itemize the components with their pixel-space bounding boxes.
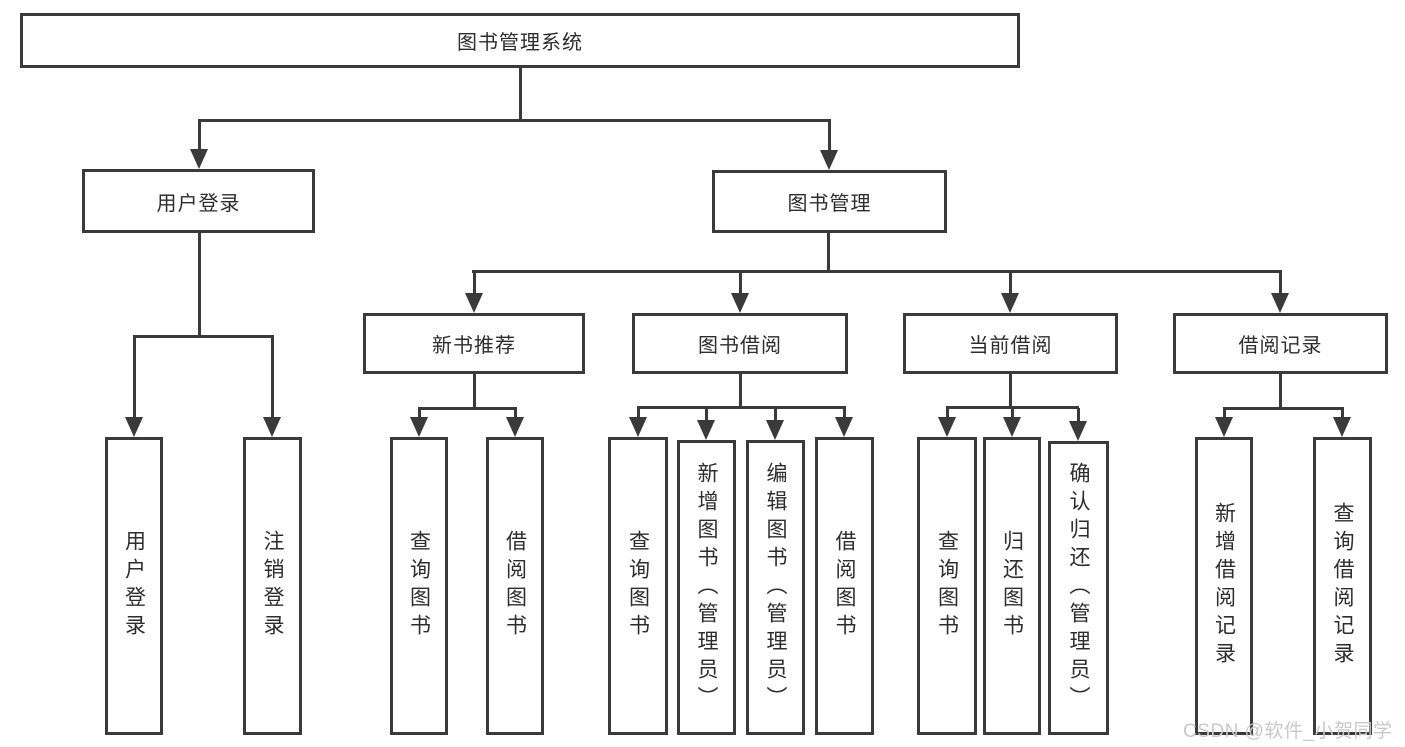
leaf-newbook-borrow-label: 借阅图书 (503, 530, 527, 642)
leaf-current-query: 查询图书 (917, 437, 977, 735)
arrowhead-to-bquery (629, 417, 647, 437)
arrowhead-to-bborrow (835, 417, 853, 437)
connector-bborrow-drop (843, 408, 846, 420)
arrowhead-to-logout (263, 417, 281, 437)
leaf-borrow-edit: 编辑图书（管理员） (746, 440, 805, 735)
arrowhead-to-nbquery (410, 417, 428, 437)
node-book-borrow-label: 图书借阅 (698, 335, 782, 357)
node-user-login: 用户登录 (82, 169, 315, 233)
arrowhead-to-newbook (465, 293, 483, 313)
leaf-newbook-query: 查询图书 (390, 437, 448, 735)
leaf-records-add: 新增借阅记录 (1195, 437, 1253, 735)
connector-recordscat-stem (1279, 374, 1282, 410)
connector-newbook-bar (418, 407, 517, 410)
connector-level2-bar (198, 119, 831, 122)
node-current-borrow: 当前借阅 (903, 313, 1118, 374)
connector-cconfirm-drop (1077, 408, 1080, 424)
arrowhead-to-login (190, 149, 208, 169)
node-current-borrow-label: 当前借阅 (968, 335, 1053, 357)
connector-badd-drop (705, 408, 708, 423)
arrowhead-to-borrowcat (731, 293, 749, 313)
leaf-records-query-label: 查询借阅记录 (1331, 502, 1354, 670)
connector-mgmt-stem (827, 233, 830, 273)
arrowhead-to-creturn (1003, 417, 1021, 437)
leaf-borrow-edit-label: 编辑图书（管理员） (764, 461, 787, 714)
connector-currentcat-stem (1009, 374, 1012, 408)
leaf-borrow-query: 查询图书 (608, 437, 668, 735)
node-new-book-recommend-label: 新书推荐 (432, 335, 516, 357)
connector-borrowcat-drop (739, 272, 742, 298)
connector-borrowcat-stem (739, 374, 742, 408)
node-book-management-label: 图书管理 (787, 193, 872, 215)
leaf-user-login: 用户登录 (105, 437, 163, 735)
connector-login-bar (133, 335, 274, 338)
connector-recordscat-bar (1223, 407, 1344, 410)
leaf-borrow-add-label: 新增图书（管理员） (695, 461, 718, 714)
connector-root-stem (519, 66, 522, 122)
connector-rquery-drop (1341, 409, 1344, 421)
connector-borrowcat-bar (637, 406, 846, 409)
arrowhead-to-nbborrow (506, 417, 524, 437)
leaf-newbook-query-label: 查询图书 (407, 530, 431, 642)
connector-nbquery-drop (418, 409, 421, 421)
node-book-management: 图书管理 (712, 170, 947, 233)
arrowhead-to-currentcat (1001, 293, 1019, 313)
node-user-login-label: 用户登录 (156, 192, 241, 215)
leaf-records-query: 查询借阅记录 (1313, 437, 1372, 735)
leaf-logout: 注销登录 (243, 437, 302, 735)
connector-currentcat-bar (946, 406, 1079, 409)
connector-login-stem (198, 233, 201, 338)
node-new-book-recommend: 新书推荐 (363, 313, 585, 374)
arrowhead-to-recordscat (1271, 293, 1289, 313)
arrowhead-to-rquery (1333, 417, 1351, 437)
node-borrow-records: 借阅记录 (1173, 313, 1388, 374)
connector-currentcat-drop (1009, 272, 1012, 298)
arrowhead-to-cquery (938, 417, 956, 437)
connector-userlogin-drop (133, 337, 136, 421)
leaf-records-add-label: 新增借阅记录 (1212, 502, 1236, 670)
connector-logout-drop (271, 337, 274, 421)
arrowhead-to-userlogin (125, 417, 143, 437)
leaf-user-login-label: 用户登录 (122, 530, 146, 642)
arrowhead-to-mgmt (820, 150, 838, 170)
node-root: 图书管理系统 (20, 13, 1020, 68)
leaf-logout-label: 注销登录 (261, 530, 284, 642)
leaf-current-confirm-label: 确认归还（管理员） (1067, 462, 1090, 714)
node-borrow-records-label: 借阅记录 (1238, 335, 1323, 357)
connector-newbook-stem (473, 374, 476, 410)
leaf-borrow-add: 新增图书（管理员） (677, 440, 736, 735)
connector-newbook-drop (473, 272, 476, 298)
leaf-borrow-borrow: 借阅图书 (815, 437, 874, 735)
connector-level3-bar (472, 270, 1282, 273)
connector-nbborrow-drop (514, 409, 517, 421)
csdn-watermark: CSDN @软件_小贺同学 (1183, 721, 1393, 742)
connector-mgmt-drop (828, 121, 831, 156)
connector-login-drop (198, 121, 201, 155)
leaf-borrow-query-label: 查询图书 (626, 530, 650, 642)
leaf-current-return-label: 归还图书 (1000, 530, 1024, 642)
node-root-label: 图书管理系统 (457, 32, 583, 54)
arrowhead-to-badd (697, 420, 715, 440)
arrowhead-to-cconfirm (1069, 421, 1087, 441)
connector-cquery-drop (946, 408, 949, 420)
connector-recordscat-drop (1279, 272, 1282, 298)
arrowhead-to-radd (1215, 417, 1233, 437)
leaf-borrow-borrow-label: 借阅图书 (833, 530, 856, 642)
leaf-current-confirm: 确认归还（管理员） (1048, 441, 1109, 735)
leaf-current-query-label: 查询图书 (935, 530, 959, 642)
connector-radd-drop (1223, 409, 1226, 421)
connector-bedit-drop (774, 408, 777, 423)
node-book-borrow: 图书借阅 (632, 313, 848, 374)
connector-creturn-drop (1011, 408, 1014, 420)
arrowhead-to-bedit (766, 420, 784, 440)
connector-bquery-drop (637, 408, 640, 420)
leaf-current-return: 归还图书 (983, 437, 1041, 735)
leaf-newbook-borrow: 借阅图书 (486, 437, 544, 735)
